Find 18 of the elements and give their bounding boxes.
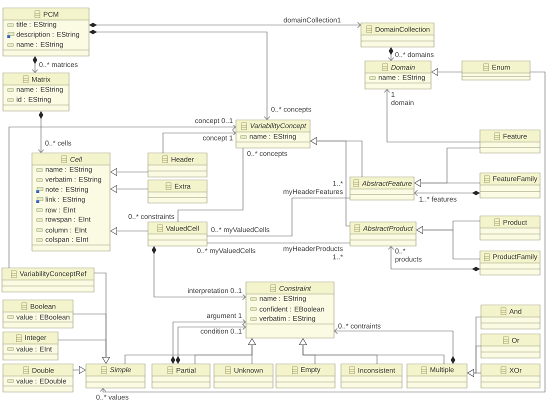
inheritance-arrow bbox=[298, 338, 444, 364]
composition-arrow bbox=[388, 246, 480, 272]
arrow bbox=[100, 72, 546, 392]
arrow bbox=[384, 89, 480, 142]
composition-arrow bbox=[388, 47, 394, 61]
connector-line bbox=[178, 148, 244, 222]
composition-arrow bbox=[334, 328, 456, 364]
arrow bbox=[8, 124, 236, 268]
connector-line bbox=[206, 242, 350, 244]
composition-arrow bbox=[32, 56, 38, 73]
composition-arrow bbox=[89, 30, 270, 120]
connector-line bbox=[206, 198, 350, 236]
composition-arrow bbox=[152, 246, 246, 300]
composition-arrow bbox=[414, 190, 480, 196]
composition-arrow bbox=[89, 22, 361, 28]
inheritance-arrow bbox=[58, 340, 110, 364]
composition-arrow bbox=[38, 111, 44, 153]
arrow bbox=[162, 130, 236, 154]
